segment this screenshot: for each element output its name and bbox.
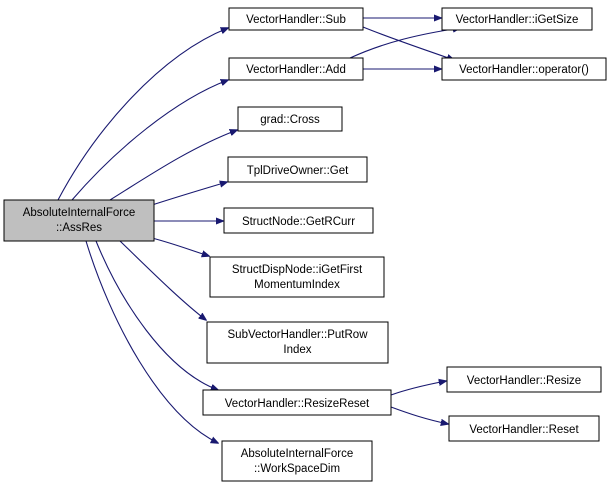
edge-root-to-sub (57, 28, 228, 201)
node-label: VectorHandler::Sub (246, 14, 346, 26)
edge-resizereset-to-reset (390, 406, 448, 424)
edge-resizereset-to-resize (390, 381, 446, 396)
edge-root-to-add (71, 80, 228, 201)
node-grad-cross[interactable]: grad::Cross (237, 106, 343, 132)
node-label: VectorHandler::iGetSize (456, 14, 579, 26)
edge-root-to-resizereset (95, 240, 218, 390)
nodes: AbsoluteInternalForce ::AssRes VectorHan… (3, 7, 607, 482)
node-label-line1: AbsoluteInternalForce (23, 207, 136, 219)
node-tpldriveowner-get[interactable]: TplDriveOwner::Get (227, 156, 368, 183)
node-vectorhandler-resizereset[interactable]: VectorHandler::ResizeReset (202, 389, 392, 416)
node-vectorhandler-resize[interactable]: VectorHandler::Resize (446, 366, 602, 393)
edge-sub-to-operator (362, 26, 454, 60)
node-label-line2: ::WorkSpaceDim (254, 463, 340, 475)
node-label-line2: ::AssRes (56, 222, 102, 234)
node-structnode-getrcurr[interactable]: StructNode::GetRCurr (223, 207, 374, 234)
node-label-line1: StructDispNode::iGetFirst (232, 264, 363, 276)
node-vectorhandler-sub[interactable]: VectorHandler::Sub (228, 7, 364, 31)
node-label: VectorHandler::Add (246, 64, 346, 76)
node-label-line2: MomentumIndex (254, 279, 340, 291)
node-label: VectorHandler::ResizeReset (225, 398, 370, 410)
edge-root-to-tplget (151, 182, 227, 206)
node-vectorhandler-igetsize[interactable]: VectorHandler::iGetSize (441, 7, 593, 31)
node-label: VectorHandler::Reset (469, 424, 579, 436)
node-absoluteinternalforce-workspacedim[interactable]: AbsoluteInternalForce ::WorkSpaceDim (221, 440, 373, 482)
node-label-line1: SubVectorHandler::PutRow (228, 329, 369, 341)
node-vectorhandler-operator[interactable]: VectorHandler::operator() (441, 57, 607, 81)
node-label: VectorHandler::Resize (467, 375, 581, 387)
node-vectorhandler-add[interactable]: VectorHandler::Add (228, 57, 364, 81)
node-label: VectorHandler::operator() (459, 64, 589, 76)
edge-root-to-workspacedim (85, 240, 218, 443)
node-label-line2: Index (283, 344, 311, 356)
edge-root-to-putrow (119, 240, 206, 320)
node-structdispnode-igetfirstmomentumindex[interactable]: StructDispNode::iGetFirst MomentumIndex (209, 256, 385, 298)
node-label: grad::Cross (260, 114, 320, 126)
node-absoluteinternalforce-assres[interactable]: AbsoluteInternalForce ::AssRes (3, 199, 155, 242)
node-label: TplDriveOwner::Get (247, 165, 349, 177)
node-label-line1: AbsoluteInternalForce (241, 448, 354, 460)
node-label: StructNode::GetRCurr (242, 216, 355, 228)
edge-root-to-igetfirst (151, 237, 209, 256)
edge-root-to-cross (109, 130, 237, 201)
edges (57, 18, 460, 443)
node-subvectorhandler-putrowindex[interactable]: SubVectorHandler::PutRow Index (206, 321, 389, 364)
node-vectorhandler-reset[interactable]: VectorHandler::Reset (448, 415, 600, 442)
